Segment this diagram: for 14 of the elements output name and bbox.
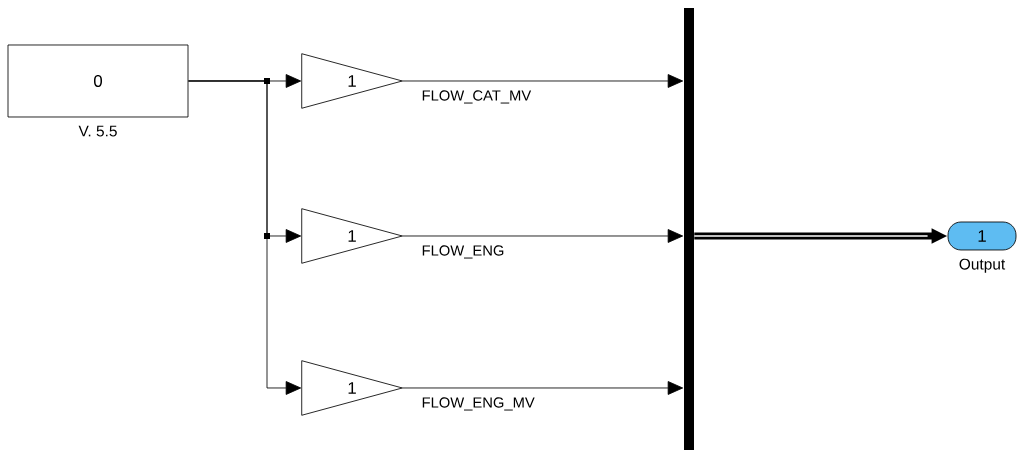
block-caption: Output: [959, 258, 1006, 273]
signal-arrow: [401, 74, 684, 88]
signal-label: FLOW_ENG: [422, 245, 504, 259]
signal-arrow: [188, 80, 302, 395]
signal-label: FLOW_ENG_MV: [422, 397, 535, 411]
signal-label: FLOW_CAT_MV: [422, 90, 532, 104]
output-port: 1: [947, 221, 1017, 251]
constant-block: 0: [7, 44, 189, 118]
signal-arrow: [401, 229, 684, 243]
gain-triangle: 1: [301, 360, 403, 416]
gain-triangle: 1: [301, 53, 403, 109]
signal-arrow: [401, 381, 684, 395]
gain-triangle: 1: [301, 208, 403, 264]
block-caption: V. 5.5: [78, 125, 117, 137]
